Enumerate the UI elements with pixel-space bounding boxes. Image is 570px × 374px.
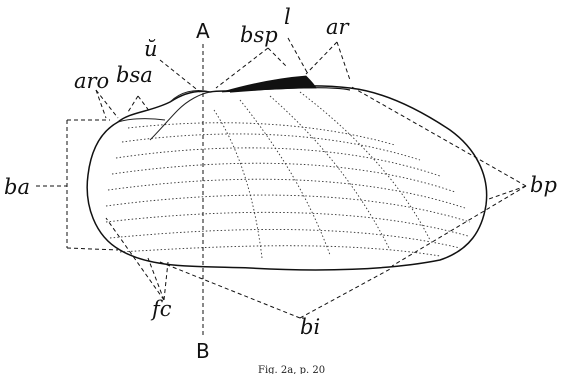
anterior-lunule: [118, 119, 165, 122]
label-fc: fc: [150, 297, 172, 321]
growth-lines: [106, 92, 470, 258]
figure-caption: Fig. 2a, p. 20: [258, 365, 325, 374]
label-a: A: [196, 19, 210, 43]
label-ba: ba: [4, 175, 30, 199]
label-bi: bi: [300, 315, 320, 339]
label-bsp: bsp: [240, 23, 278, 47]
label-u: ŭ: [144, 37, 158, 61]
label-b: B: [196, 339, 210, 363]
umbo: [150, 90, 210, 140]
label-l: l: [284, 5, 291, 29]
shell-outline: [87, 86, 486, 270]
label-ar: ar: [326, 15, 351, 39]
label-bp: bp: [530, 173, 557, 197]
label-aro: aro: [74, 69, 109, 93]
label-bsa: bsa: [116, 63, 153, 87]
